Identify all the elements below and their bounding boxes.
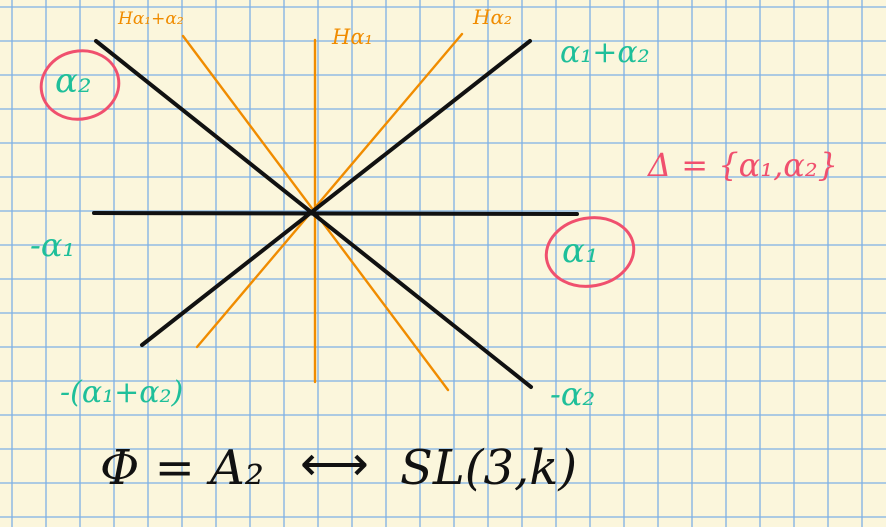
label-alpha1: α₁ bbox=[562, 231, 599, 271]
hyperplane-a2-line bbox=[195, 32, 464, 349]
label-h-sum: Hα₁+α₂ bbox=[117, 9, 184, 29]
double-arrow-icon: ⟷ bbox=[300, 436, 369, 492]
root-line-alpha1-plus-alpha2 bbox=[140, 39, 532, 347]
circle-alpha1 bbox=[544, 216, 636, 288]
root-lines bbox=[92, 39, 579, 389]
label-h-a2: Hα₂ bbox=[472, 5, 512, 29]
label-neg-sum: -(α₁+α₂) bbox=[60, 375, 183, 410]
circle-alpha2 bbox=[39, 49, 121, 121]
phi-equals-a2: Φ = A₂ bbox=[100, 440, 264, 496]
label-h-a1: Hα₁ bbox=[331, 25, 373, 49]
root-line-alpha1 bbox=[92, 211, 579, 216]
label-alpha1-plus-alpha2: α₁+α₂ bbox=[560, 35, 650, 70]
simple-root-circles bbox=[39, 49, 636, 288]
group-sl3k: SL(3,k) bbox=[400, 440, 577, 496]
base-delta-set: Δ = {α₁,α₂} bbox=[646, 146, 838, 184]
label-neg-alpha1: -α₁ bbox=[30, 226, 75, 264]
label-alpha2: α₂ bbox=[55, 61, 92, 101]
root-line-alpha2 bbox=[94, 39, 533, 389]
label-neg-alpha2: -α₂ bbox=[550, 375, 595, 413]
